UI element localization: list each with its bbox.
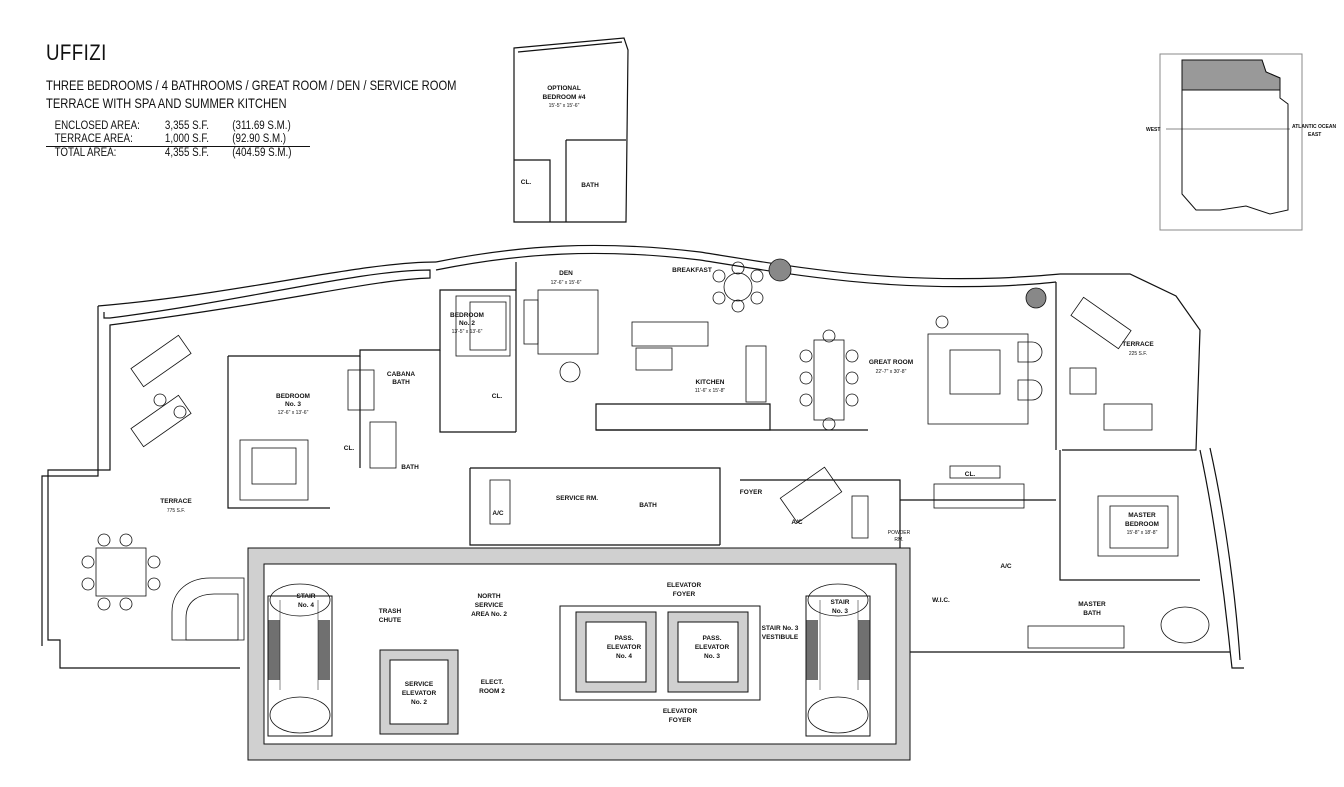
area-row-enclosed: ENCLOSED AREA: 3,355 S.F. (311.69 S.M.)	[46, 120, 310, 133]
room-label: FOYER	[740, 489, 763, 496]
room-label: KITCHEN	[696, 379, 725, 386]
room-label: BEDROOM	[276, 393, 310, 400]
room-label: No. 2	[411, 699, 427, 706]
room-label: CL.	[965, 471, 976, 478]
room-label: ELEVATOR	[667, 582, 702, 589]
room-label: BREAKFAST	[672, 267, 712, 274]
area-sm: (404.59 S.M.)	[232, 146, 304, 160]
room-label: No. 2	[459, 320, 475, 327]
room-dim: 225 S.F.	[1129, 351, 1147, 357]
room-label: TRASH	[379, 608, 402, 615]
room-label: BATH	[392, 379, 410, 386]
room-dim: 12'-6" x 15'-6"	[551, 280, 582, 286]
room-label: BEDROOM	[450, 312, 484, 319]
room-label: A/C	[791, 519, 803, 526]
room-dim: 15'-5" x 15'-6"	[549, 103, 580, 109]
stair-treads	[268, 620, 870, 680]
room-dim: 775 S.F.	[167, 508, 185, 514]
key-west-label: WEST	[1146, 127, 1160, 133]
room-label: BATH	[581, 182, 599, 189]
room-label: ELEVATOR	[695, 644, 730, 651]
area-row-total: TOTAL AREA: 4,355 S.F. (404.59 S.M.)	[46, 146, 310, 160]
area-table: ENCLOSED AREA: 3,355 S.F. (311.69 S.M.) …	[46, 120, 310, 160]
area-label: TOTAL AREA:	[54, 146, 152, 160]
room-label: BATH	[401, 464, 419, 471]
room-label: RM.	[894, 537, 903, 543]
room-label: VESTIBULE	[762, 634, 799, 641]
room-label: CL.	[344, 445, 355, 452]
plan-subtitle-2: TERRACE WITH SPA AND SUMMER KITCHEN	[46, 95, 287, 111]
room-label: BATH	[639, 502, 657, 509]
room-label: ROOM 2	[479, 688, 505, 695]
area-row-terrace: TERRACE AREA: 1,000 S.F. (92.90 S.M.)	[46, 133, 310, 147]
room-label: MASTER	[1128, 512, 1156, 519]
room-label: BEDROOM #4	[543, 94, 586, 101]
room-dim: 13'-5" x 13'-6"	[452, 329, 483, 335]
room-dim: 12'-6" x 13'-6"	[278, 410, 309, 416]
room-label: SERVICE RM.	[556, 495, 598, 502]
room-label: ELEVATOR	[607, 644, 642, 651]
room-label: CABANA	[387, 371, 415, 378]
room-label: MASTER	[1078, 601, 1106, 608]
room-label: POWDER	[888, 530, 911, 536]
building-core	[247, 547, 911, 761]
furniture	[81, 258, 1210, 649]
room-label: A/C	[492, 510, 504, 517]
key-east-label-2: EAST	[1308, 132, 1321, 138]
room-label: No. 4	[616, 653, 632, 660]
area-sm: (311.69 S.M.)	[232, 120, 291, 132]
area-sf: 1,000 S.F.	[165, 133, 210, 145]
room-label: CL.	[521, 179, 532, 186]
terrace-outline	[47, 269, 431, 669]
room-label: No. 3	[285, 401, 301, 408]
room-dim: 22'-7" x 30'-8"	[876, 369, 907, 375]
room-label: STAIR No. 3	[762, 625, 799, 632]
room-label: BEDROOM	[1125, 521, 1159, 528]
room-label: TERRACE	[1122, 341, 1154, 348]
room-label: No. 3	[832, 608, 848, 615]
room-label: SERVICE	[405, 681, 434, 688]
room-label: ELEVATOR	[663, 708, 698, 715]
room-dim: 15'-8" x 18'-8"	[1127, 530, 1158, 536]
area-sf: 3,355 S.F.	[165, 120, 210, 132]
room-label: STAIR	[296, 593, 315, 600]
room-label: A/C	[1000, 563, 1012, 570]
room-label: PASS.	[702, 635, 721, 642]
room-label: No. 4	[298, 602, 314, 609]
facade-curve	[435, 244, 1061, 280]
title-block: UFFIZI THREE BEDROOMS / 4 BATHROOMS / GR…	[46, 40, 559, 160]
room-label: CHUTE	[379, 617, 402, 624]
room-label: TERRACE	[160, 498, 192, 505]
room-label: BATH	[1083, 610, 1101, 617]
room-label: OPTIONAL	[547, 85, 581, 92]
room-label: PASS.	[614, 635, 633, 642]
room-dim: 11'-6" x 15'-8"	[695, 388, 726, 394]
area-label: ENCLOSED AREA:	[54, 120, 140, 132]
room-label: NORTH	[477, 593, 500, 600]
plan-subtitle-1: THREE BEDROOMS / 4 BATHROOMS / GREAT ROO…	[46, 77, 457, 93]
room-label: FOYER	[669, 717, 692, 724]
room-labels: OPTIONAL BEDROOM #4 15'-5" x 15'-6" CL. …	[160, 85, 1159, 724]
room-label: No. 3	[704, 653, 720, 660]
key-plan	[1159, 53, 1303, 231]
room-label: GREAT ROOM	[869, 359, 913, 366]
room-label: AREA No. 2	[471, 611, 507, 618]
area-sf: 4,355 S.F.	[165, 146, 222, 160]
room-label: FOYER	[673, 591, 696, 598]
room-label: CL.	[492, 393, 503, 400]
room-label: STAIR	[830, 599, 849, 606]
key-east-label-1: ATLANTIC OCEAN	[1292, 124, 1336, 130]
room-label: W.I.C.	[932, 597, 950, 604]
room-label: SERVICE	[475, 602, 504, 609]
plan-title: UFFIZI	[46, 40, 107, 65]
area-sm: (92.90 S.M.)	[232, 133, 287, 145]
room-label: DEN	[559, 270, 573, 277]
area-label: TERRACE AREA:	[54, 133, 133, 145]
room-label: ELECT.	[481, 679, 504, 686]
room-label: ELEVATOR	[402, 690, 437, 697]
